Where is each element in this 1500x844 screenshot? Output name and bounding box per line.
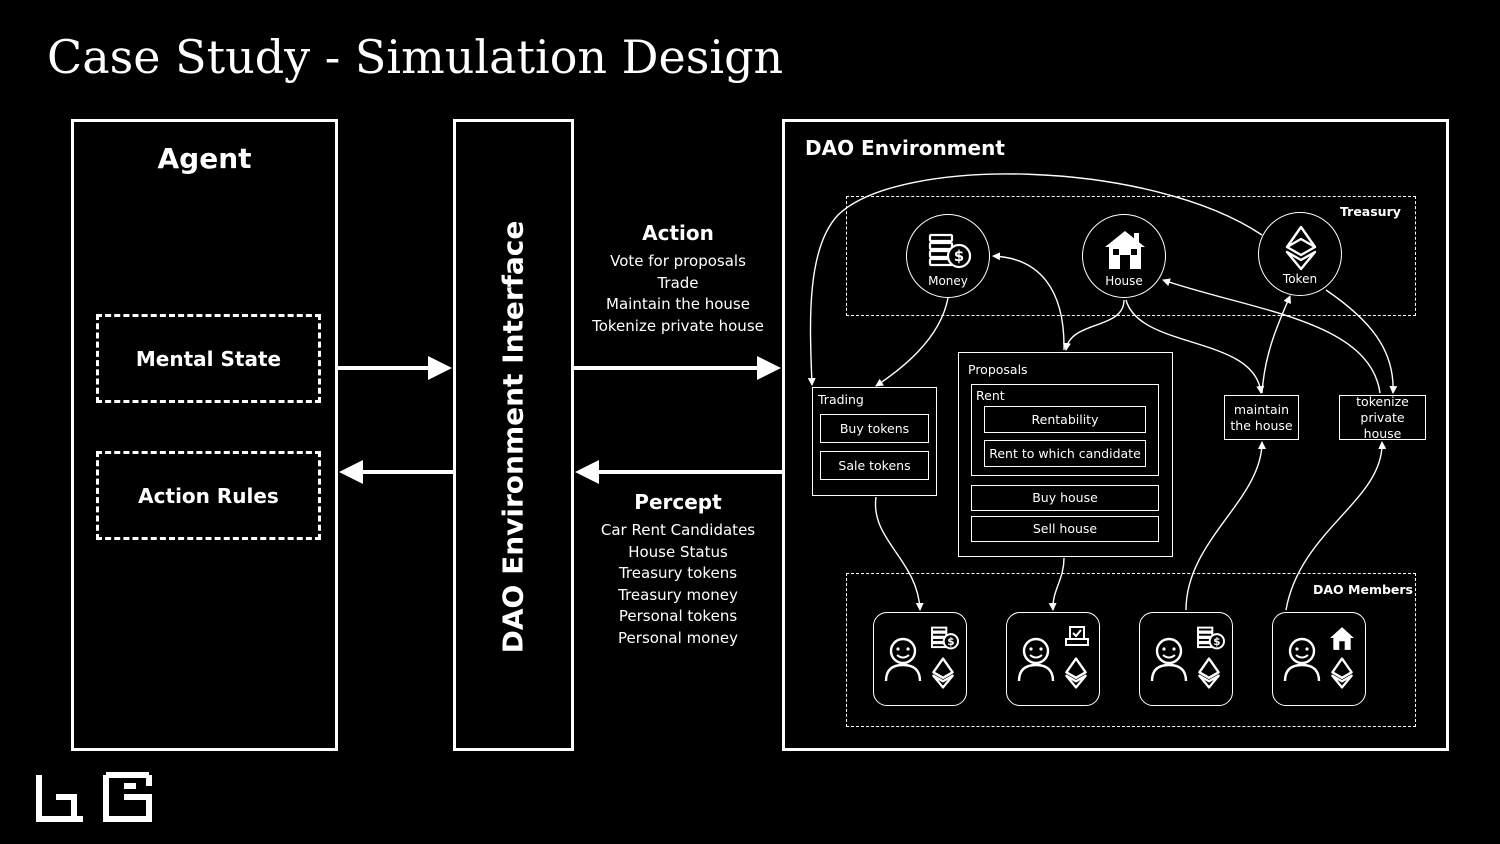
connector-member-tokenize (1285, 441, 1387, 611)
house-label: House (1105, 274, 1143, 288)
rent-box (971, 384, 1159, 476)
connector-trading-member (874, 496, 924, 611)
percept-item: Personal money (618, 628, 738, 647)
treasury-box (846, 196, 1416, 316)
user-icon (884, 637, 922, 682)
treasury-label: Treasury (1340, 204, 1401, 219)
connector-house-maintain (1125, 299, 1265, 394)
member-card: $ (1139, 612, 1233, 706)
connector-token-trading (807, 173, 1263, 386)
proposals-box (958, 352, 1173, 557)
mental-state-box: Mental State (96, 314, 321, 403)
token-label: Token (1282, 272, 1318, 286)
money-icon: $ (928, 233, 972, 269)
money-icon: $ (931, 626, 959, 650)
token-icon (1285, 225, 1317, 271)
connector-house-proposals (1062, 299, 1125, 351)
token-icon (1065, 657, 1087, 689)
svg-text:$: $ (954, 247, 964, 265)
connector-proposals-money (992, 252, 1065, 351)
treasury-token: Token (1258, 212, 1342, 296)
sale-tokens-button[interactable]: Sale tokens (820, 451, 929, 480)
user-icon (1150, 637, 1188, 682)
action-block: Action Vote for proposals Trade Maintain… (558, 221, 798, 337)
action-item: Tokenize private house (592, 316, 764, 335)
company-logo (36, 772, 152, 822)
connector-token-tokenize (1325, 289, 1398, 394)
treasury-money: $ Money (906, 214, 990, 298)
svg-text:$: $ (947, 636, 954, 648)
percept-heading: Percept (634, 490, 722, 514)
member-card (1006, 612, 1100, 706)
rent-candidate-button[interactable]: Rent to which candidate (984, 440, 1146, 467)
action-rules-box: Action Rules (96, 451, 321, 540)
sell-house-button[interactable]: Sell house (971, 516, 1159, 542)
members-label: DAO Members (1313, 582, 1413, 597)
members-box (846, 573, 1416, 727)
house-icon (1330, 627, 1354, 650)
member-card (1272, 612, 1366, 706)
action-item: Maintain the house (606, 295, 750, 313)
maintain-house-label: maintain the house (1230, 401, 1293, 433)
token-icon (932, 657, 954, 689)
buy-tokens-button[interactable]: Buy tokens (820, 414, 929, 443)
member-card: $ (873, 612, 967, 706)
user-icon (1283, 637, 1321, 682)
vote-icon (1065, 626, 1089, 646)
user-icon (1017, 637, 1055, 682)
action-heading: Action (642, 221, 714, 245)
connector-money-trading (875, 297, 949, 387)
rentability-button[interactable]: Rentability (984, 406, 1146, 433)
proposals-label: Proposals (968, 362, 1028, 377)
rent-label: Rent (976, 388, 1005, 403)
percept-item: Treasury money (618, 585, 738, 604)
tokenize-house-label: tokenize private house (1356, 393, 1409, 441)
percept-item: Car Rent Candidates (600, 521, 756, 539)
connector-proposals-member (1048, 557, 1065, 611)
token-icon (1198, 657, 1220, 689)
percept-block: Percept Car Rent Candidates House Status… (558, 490, 798, 649)
token-icon (1331, 657, 1353, 689)
page-title: Case Study - Simulation Design (47, 30, 784, 84)
connector-maintain-token (1261, 295, 1291, 394)
agent-box: Agent Mental State Action Rules (71, 119, 338, 751)
buy-house-button[interactable]: Buy house (971, 485, 1159, 511)
money-icon: $ (1197, 626, 1225, 650)
trading-box (812, 387, 937, 496)
treasury-house: House (1082, 214, 1166, 298)
environment-box: DAO Environment (782, 119, 1449, 751)
action-item: Trade (657, 273, 699, 292)
money-label: Money (928, 274, 968, 288)
environment-title: DAO Environment (805, 136, 1005, 160)
percept-item: Treasury tokens (618, 564, 738, 582)
interface-box: DAO Environment Interface (453, 119, 574, 751)
svg-text:$: $ (1213, 636, 1220, 648)
house-icon (1105, 231, 1145, 269)
trading-label: Trading (818, 392, 864, 407)
connector-tokenize-house (1162, 278, 1381, 394)
action-item: Vote for proposals (610, 252, 746, 270)
connector-member-maintain (1185, 441, 1266, 611)
percept-item: House Status (628, 542, 728, 561)
percept-item: Personal tokens (618, 607, 738, 625)
tokenize-house-button[interactable]: tokenize private house (1339, 393, 1426, 441)
maintain-house-button[interactable]: maintain the house (1224, 395, 1299, 440)
agent-title: Agent (157, 142, 252, 175)
